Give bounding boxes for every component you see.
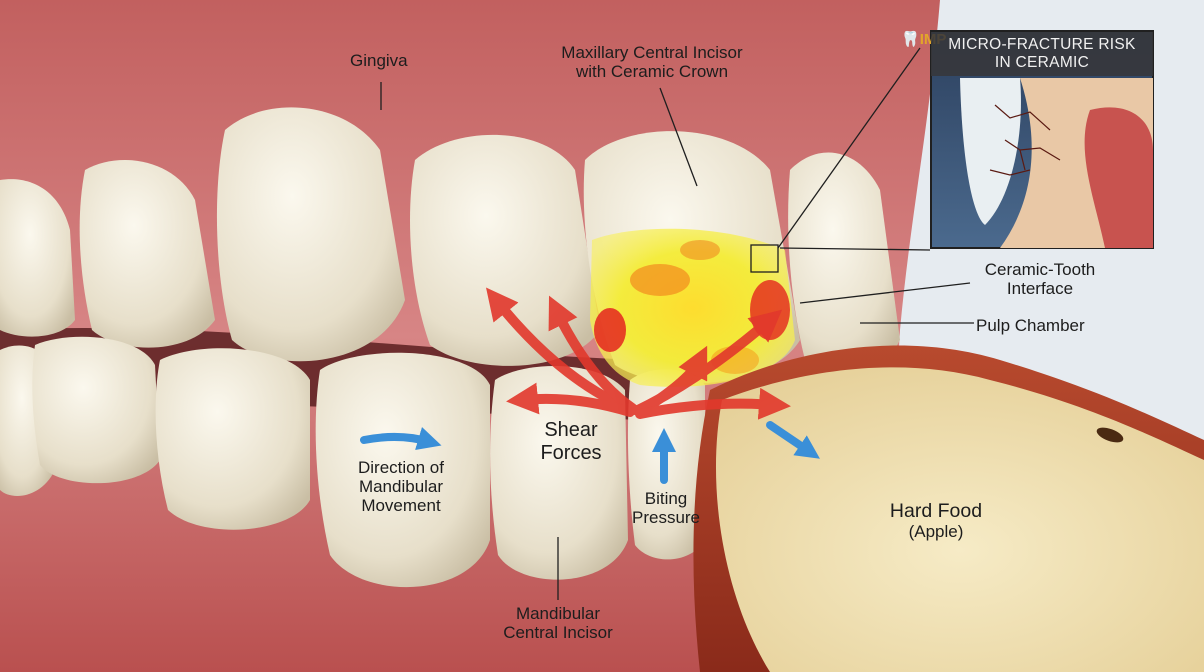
label-mandibular-movement: Direction of Mandibular Movement [346, 458, 456, 516]
tooth-logo-icon: 🦷 [901, 31, 920, 48]
inset-title: MICRO-FRACTURE RISK IN CERAMIC [931, 32, 1153, 76]
label-biting-pressure: Biting Pressure [624, 489, 708, 527]
apple-slice [693, 345, 1204, 672]
zoom-box [750, 244, 779, 273]
movement-arrows [360, 421, 820, 484]
label-movement-line3: Movement [361, 496, 441, 516]
label-shear-line1: Shear [544, 419, 598, 441]
label-biting-line1: Biting [644, 489, 688, 508]
shear-force-arrows [486, 287, 791, 420]
label-biting-line2: Pressure [631, 508, 701, 528]
label-movement-line2: Mandibular [358, 477, 444, 497]
label-maxillary-line1: Maxillary Central Incisor [561, 43, 743, 62]
label-hard-food-line1: Hard Food [889, 500, 983, 522]
label-mandibular-incisor: Mandibular Central Incisor [492, 604, 624, 642]
label-hard-food-line2: (Apple) [908, 522, 964, 542]
label-ceramic-interface: Ceramic-Tooth Interface [975, 260, 1105, 298]
lower-teeth [0, 336, 705, 588]
label-maxillary-incisor: Maxillary Central Incisor with Ceramic C… [548, 43, 756, 81]
label-maxillary-line2: with Ceramic Crown [575, 62, 729, 82]
inset-title-line2: IN CERAMIC [994, 53, 1090, 71]
label-movement-line1: Direction of [358, 458, 444, 477]
label-shear-forces: Shear Forces [532, 419, 610, 464]
label-mandibular-line1: Mandibular [515, 604, 601, 623]
label-gingiva: Gingiva [350, 51, 408, 70]
label-shear-line2: Forces [540, 441, 602, 464]
label-mandibular-line2: Central Incisor [503, 623, 613, 643]
label-hard-food: Hard Food (Apple) [876, 500, 996, 541]
label-interface-line1: Ceramic-Tooth [984, 260, 1096, 279]
leader-lines [380, 47, 974, 600]
inset-title-line1: MICRO-FRACTURE RISK [948, 36, 1136, 53]
label-pulp-chamber: Pulp Chamber [976, 316, 1085, 335]
label-interface-line2: Interface [1006, 279, 1074, 299]
